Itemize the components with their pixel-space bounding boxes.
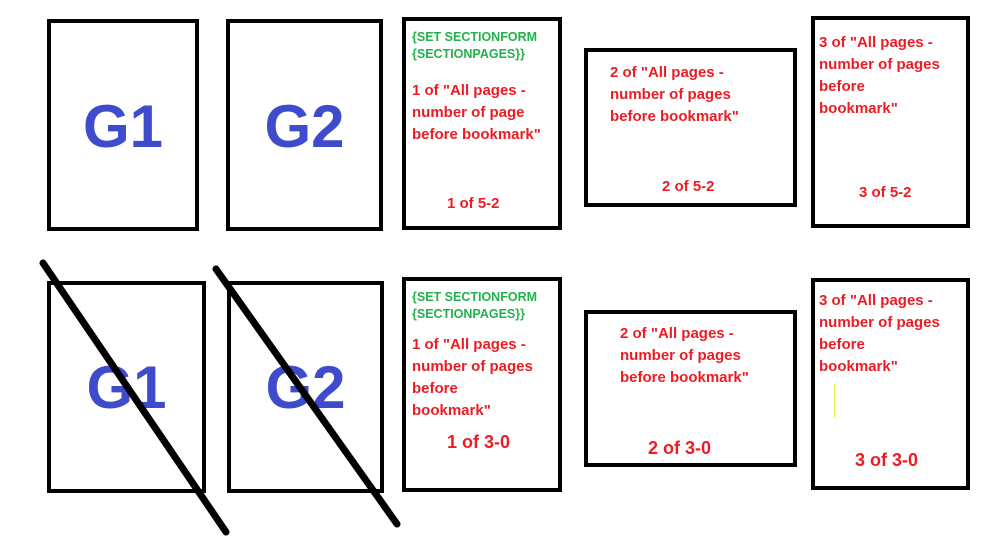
- description-line: bookmark": [819, 358, 898, 375]
- page-g1-bottom: G1: [47, 281, 206, 493]
- page-section-2-bottom: 2 of "All pages - number of pages before…: [584, 310, 797, 467]
- description-line: number of pages: [620, 347, 741, 364]
- field-code-line-2: {SECTIONPAGES}}: [412, 307, 525, 321]
- page-label: G2: [265, 354, 346, 421]
- description-line: 1 of "All pages -: [412, 82, 526, 99]
- description-line: 1 of "All pages -: [412, 336, 526, 353]
- field-code-line-1: {SET SECTIONFORM: [412, 290, 538, 304]
- page-g1-top: G1: [47, 19, 199, 231]
- description-line: before: [819, 336, 865, 353]
- description-line: number of page: [412, 104, 525, 121]
- description-line: before bookmark": [620, 369, 749, 386]
- description-line: before: [412, 380, 458, 397]
- description-line: number of pages: [819, 314, 940, 331]
- text-cursor-mark: [834, 384, 835, 418]
- page-section-1-top: {SET SECTIONFORM {SECTIONPAGES}} 1 of "A…: [402, 17, 562, 230]
- page-section-2-top: 2 of "All pages - number of pages before…: [584, 48, 797, 207]
- description-line: number of pages: [610, 86, 731, 103]
- page-section-3-top: 3 of "All pages - number of pages before…: [811, 16, 970, 228]
- description-line: number of pages: [412, 358, 533, 375]
- page-number-footer: 2 of 5-2: [662, 178, 715, 195]
- page-section-1-bottom: {SET SECTIONFORM {SECTIONPAGES}} 1 of "A…: [402, 277, 562, 492]
- page-number-footer: 3 of 5-2: [859, 184, 912, 201]
- page-g2-bottom: G2: [227, 281, 384, 493]
- description-line: 3 of "All pages -: [819, 292, 933, 309]
- description-line: 2 of "All pages -: [620, 325, 734, 342]
- page-number-footer: 2 of 3-0: [648, 438, 712, 458]
- page-label: G1: [86, 354, 167, 421]
- page-number-footer: 3 of 3-0: [855, 450, 919, 470]
- page-label: G2: [264, 93, 345, 160]
- description-line: number of pages: [819, 56, 940, 73]
- field-code-line-2: {SECTIONPAGES}}: [412, 47, 525, 61]
- description-line: 2 of "All pages -: [610, 64, 724, 81]
- page-number-footer: 1 of 3-0: [447, 432, 511, 452]
- page-number-footer: 1 of 5-2: [447, 195, 500, 212]
- page-label: G1: [82, 93, 164, 160]
- page-section-3-bottom: 3 of "All pages - number of pages before…: [811, 278, 970, 490]
- field-code-line-1: {SET SECTIONFORM: [412, 30, 538, 44]
- description-line: before: [819, 78, 865, 95]
- page-g2-top: G2: [226, 19, 383, 231]
- description-line: before bookmark": [412, 126, 541, 143]
- description-line: bookmark": [412, 402, 491, 419]
- description-line: before bookmark": [610, 108, 739, 125]
- description-line: bookmark": [819, 100, 898, 117]
- description-line: 3 of "All pages -: [819, 34, 933, 51]
